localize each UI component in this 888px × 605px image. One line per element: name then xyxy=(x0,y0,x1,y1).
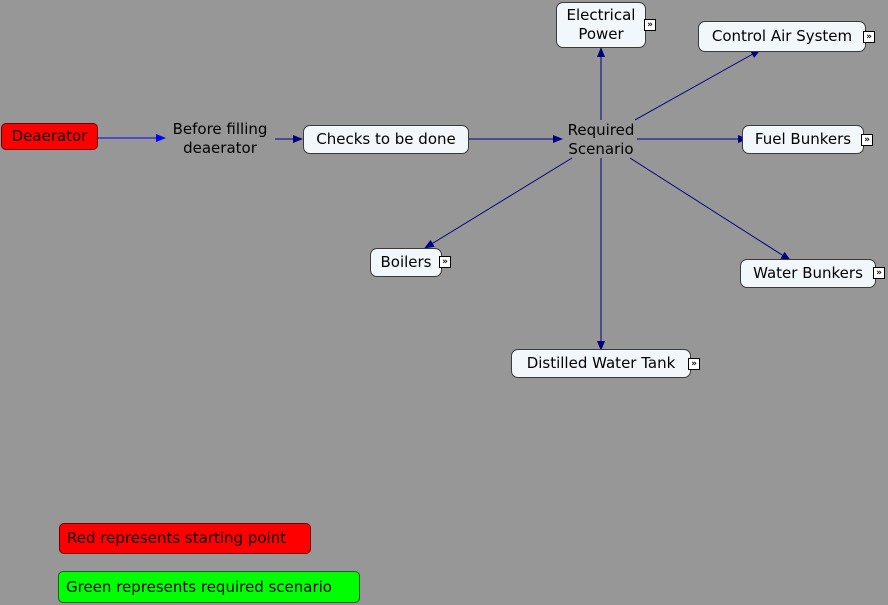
checks-label: Checks to be done xyxy=(316,130,456,148)
before-filling-deaerator-node[interactable]: Before filling deaerator xyxy=(162,119,278,159)
fuel-bunkers-label: Fuel Bunkers xyxy=(754,130,852,148)
required-scenario-node[interactable]: Required Scenario xyxy=(558,120,644,160)
distilled-water-tank-node[interactable]: Distilled Water Tank xyxy=(511,349,691,378)
deaerator-label: Deaerator xyxy=(11,127,88,145)
required-scenario-label: Required Scenario xyxy=(567,121,635,158)
legend-green-label: Green represents required scenario xyxy=(66,577,332,596)
arrow-required-to-boilers xyxy=(424,157,573,249)
expand-icon[interactable]: » xyxy=(863,31,875,43)
legend-green-required-scenario: Green represents required scenario xyxy=(58,571,360,603)
expand-icon[interactable]: » xyxy=(644,19,656,31)
control-air-system-node[interactable]: Control Air System xyxy=(698,21,866,52)
checks-to-be-done-node[interactable]: Checks to be done xyxy=(303,125,469,154)
control-air-system-label: Control Air System xyxy=(711,27,853,45)
before-filling-label: Before filling deaerator xyxy=(172,120,268,157)
arrow-required-to-control-air xyxy=(634,49,761,121)
legend-red-starting-point: Red represents starting point xyxy=(59,523,311,554)
arrow-required-to-water xyxy=(629,157,791,261)
expand-icon[interactable]: » xyxy=(861,134,873,146)
legend-red-label: Red represents starting point xyxy=(67,529,287,547)
water-bunkers-label: Water Bunkers xyxy=(753,264,863,282)
distilled-water-tank-label: Distilled Water Tank xyxy=(526,354,676,372)
electrical-power-label: Electrical Power xyxy=(566,6,636,43)
deaerator-node[interactable]: Deaerator xyxy=(1,123,98,150)
expand-icon[interactable]: » xyxy=(688,358,700,370)
boilers-label: Boilers xyxy=(380,253,432,271)
expand-icon[interactable]: » xyxy=(873,267,885,279)
water-bunkers-node[interactable]: Water Bunkers xyxy=(740,259,876,288)
fuel-bunkers-node[interactable]: Fuel Bunkers xyxy=(742,125,864,154)
expand-icon[interactable]: » xyxy=(439,256,451,268)
boilers-node[interactable]: Boilers xyxy=(370,248,442,277)
electrical-power-node[interactable]: Electrical Power xyxy=(556,2,646,48)
